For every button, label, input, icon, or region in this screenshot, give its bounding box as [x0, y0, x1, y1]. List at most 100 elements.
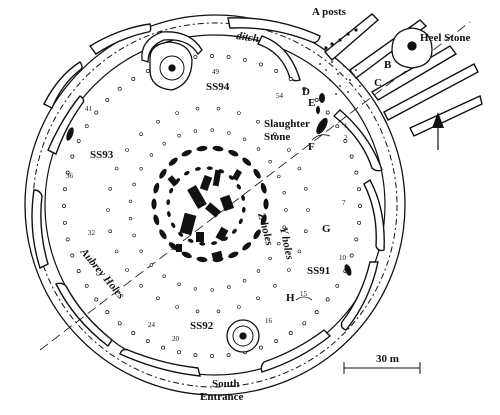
aubrey-hole	[210, 54, 214, 58]
aubrey-hole	[274, 68, 279, 73]
y-hole	[303, 229, 308, 233]
sarsen-stone	[242, 157, 252, 166]
station-mound-ss94	[141, 31, 203, 91]
aubrey-hole	[105, 310, 110, 315]
z-hole	[256, 269, 261, 273]
z-hole	[268, 159, 272, 164]
hole-number-15: 15	[300, 290, 308, 298]
z-hole	[282, 225, 286, 229]
aubrey-hole	[349, 253, 354, 258]
station-mound-ss92	[226, 319, 260, 353]
y-hole	[106, 208, 110, 212]
sarsen-stone	[212, 145, 224, 152]
bluestone	[231, 228, 237, 234]
y-hole	[256, 296, 260, 301]
aubrey-hole	[226, 353, 231, 358]
label-entrance: Entrance	[200, 391, 244, 403]
aubrey-hole	[357, 187, 362, 192]
label-stone: Stone	[264, 131, 290, 143]
aubrey-hole	[117, 321, 122, 326]
aubrey-hole	[358, 204, 362, 208]
aubrey-hole	[335, 283, 340, 288]
aubrey-hole	[84, 283, 89, 288]
hole-number-2: 2	[344, 134, 348, 142]
z-hole	[284, 208, 288, 212]
label-ss93: SS93	[90, 149, 114, 161]
hole-number-7: 7	[342, 199, 346, 207]
label-south: South	[212, 378, 240, 390]
station-stones	[66, 127, 352, 276]
z-hole	[268, 256, 272, 261]
sarsen-stone	[253, 229, 261, 240]
z-hole	[177, 134, 181, 138]
bluestone	[169, 187, 174, 194]
aubrey-hole	[258, 345, 263, 350]
sarsen-stone	[181, 149, 192, 157]
hole-number-10: 10	[339, 254, 347, 262]
aubrey-hole	[325, 110, 330, 115]
y-hole	[175, 111, 179, 115]
y-hole	[303, 187, 308, 191]
z-hole	[256, 147, 261, 151]
label-slaughter: Slaughter	[264, 118, 310, 130]
y-hole	[297, 166, 302, 171]
label-d: D	[302, 86, 310, 98]
label-c: C	[374, 77, 382, 89]
label-ss92: SS92	[190, 320, 214, 332]
label-ss94: SS94	[206, 81, 230, 93]
y-hole	[108, 229, 112, 233]
label-g: G	[322, 223, 331, 235]
z-hole	[277, 174, 281, 179]
y-hole	[156, 296, 160, 301]
bluestone	[206, 166, 213, 171]
aubrey-hole	[76, 269, 81, 274]
sarsen-stone	[151, 198, 157, 210]
sarsen-stone	[196, 256, 208, 263]
hole-number-16: 16	[265, 317, 273, 325]
bluestone	[166, 199, 171, 206]
aubrey-hole	[62, 204, 66, 208]
z-hole	[149, 153, 154, 157]
scale-bar	[343, 362, 421, 374]
aubrey-hole	[193, 54, 198, 59]
sarsen-stone	[228, 149, 239, 157]
y-hole	[273, 132, 277, 136]
z-hole	[210, 288, 214, 292]
aubrey-hole	[131, 77, 136, 81]
aubrey-hole	[349, 154, 354, 159]
aubrey-hole	[177, 350, 182, 355]
sarsen-stone	[153, 182, 160, 194]
bluestone	[241, 206, 246, 213]
z-hole	[193, 287, 198, 291]
sarsen-stone	[159, 229, 167, 240]
z-hole	[277, 241, 281, 246]
bluestone	[236, 184, 241, 190]
bluestone	[167, 211, 171, 218]
aubrey-hole	[62, 220, 67, 225]
hole-number-32: 32	[88, 229, 96, 237]
sarsen-stone	[196, 145, 208, 152]
sarsen-stone	[168, 157, 178, 166]
z-hole	[227, 285, 231, 289]
sarsen-circle	[151, 145, 269, 263]
z-hole	[193, 129, 198, 133]
z-hole	[242, 137, 247, 142]
y-hole	[139, 283, 143, 288]
aubrey-hole	[84, 124, 89, 129]
y-hole	[175, 305, 179, 309]
sarsen-stone	[159, 168, 167, 179]
z-hole	[132, 233, 136, 238]
z-hole	[128, 216, 133, 221]
label-ditch: ditch	[236, 30, 260, 45]
aubrey-hole	[161, 345, 166, 350]
z-hole	[282, 191, 286, 195]
bluestone	[184, 171, 190, 176]
aubrey-hole	[302, 86, 307, 91]
aubrey-hole	[242, 57, 247, 62]
label-heel-stone: Heel Stone	[420, 32, 471, 44]
z-hole	[227, 131, 231, 135]
z-hole	[242, 279, 247, 283]
slaughter-stone	[316, 93, 328, 135]
z-hole	[177, 282, 181, 286]
label-f: F	[308, 141, 315, 153]
